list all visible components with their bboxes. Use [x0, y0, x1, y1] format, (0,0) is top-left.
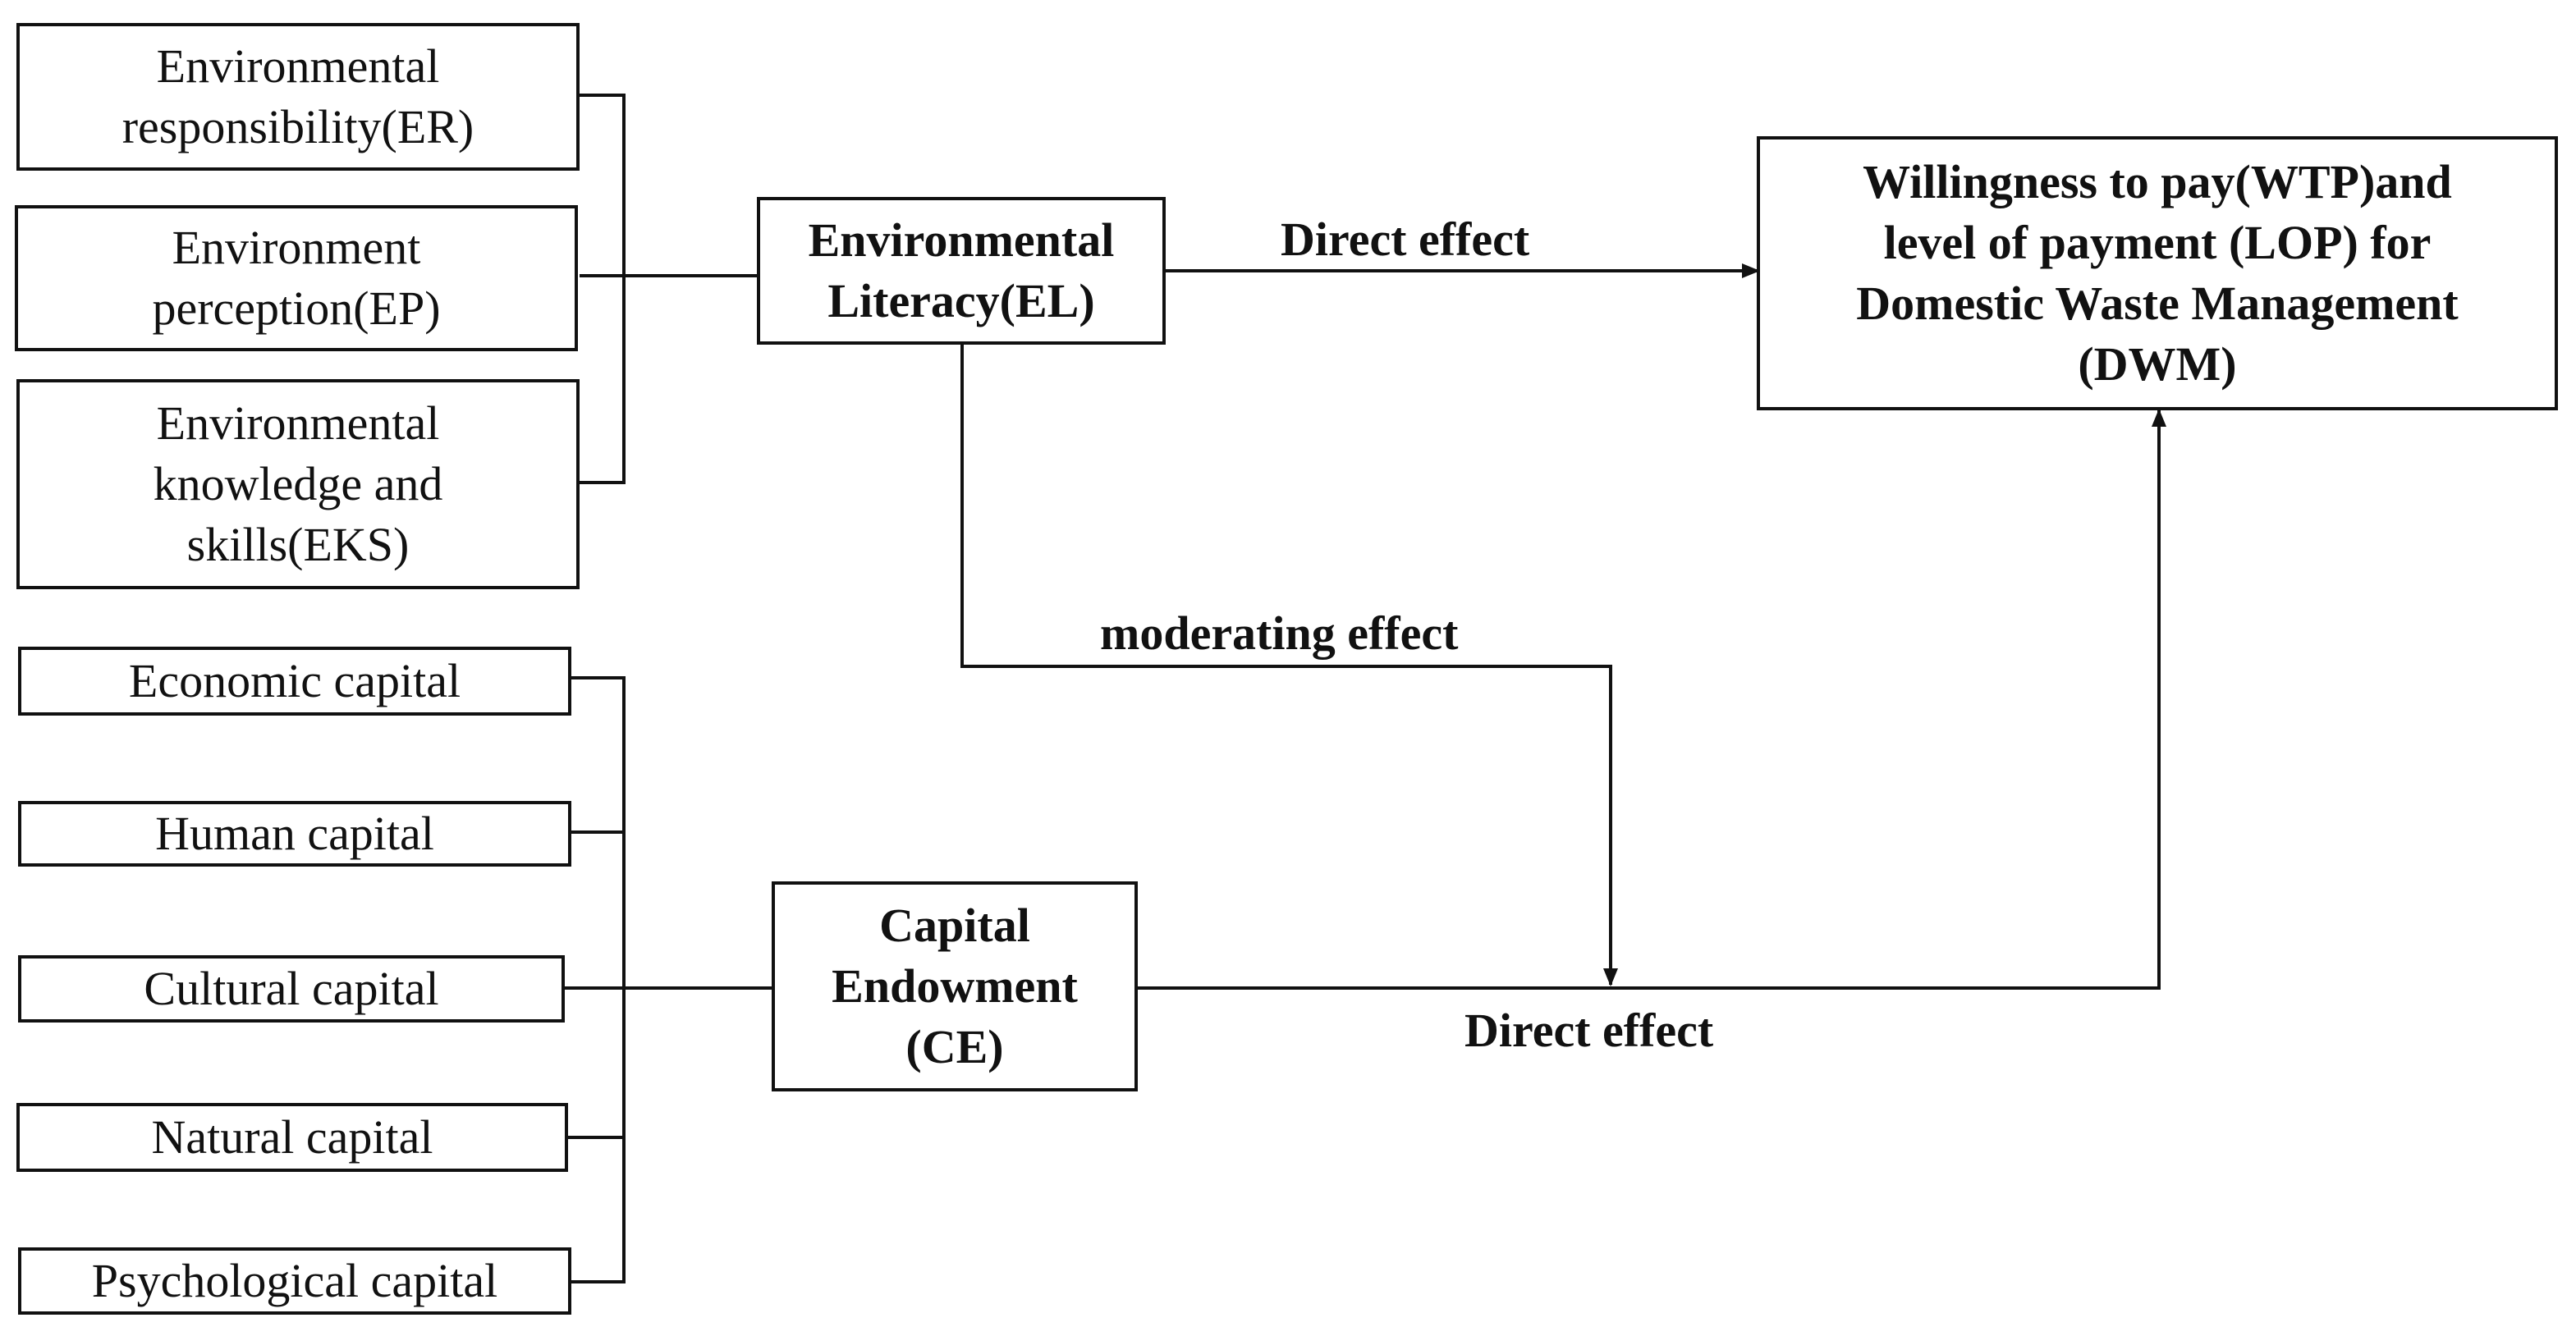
indicator-human-capital-box: Human capital [18, 801, 571, 867]
indicator-natural-capital-box: Natural capital [16, 1103, 568, 1172]
environmental-literacy-node: Environmental Literacy(EL) [757, 197, 1166, 345]
indicator-natural-capital-label: Natural capital [151, 1110, 433, 1164]
indicator-cultural-capital-label: Cultural capital [144, 962, 439, 1015]
moderating-effect-arrow [960, 345, 1618, 986]
environmental-literacy-line-2: Literacy(EL) [827, 274, 1095, 327]
indicator-eks-box: Environmental knowledge and skills(EKS) [16, 379, 580, 589]
indicator-er-line-2: responsibility(ER) [121, 100, 474, 153]
indicator-human-capital-label: Human capital [155, 807, 434, 860]
outcome-line-3: Domestic Waste Management [1856, 277, 2459, 330]
indicator-eks-line-1: Environmental [156, 396, 440, 450]
indicator-ep-line-1: Environment [172, 221, 421, 274]
ce-indicator-bracket [571, 676, 626, 1283]
indicator-er-line-1: Environmental [156, 39, 440, 93]
environmental-literacy-line-1: Environmental [808, 213, 1115, 267]
outcome-line-4: (DWM) [2078, 337, 2237, 391]
direct-effect-top-label: Direct effect [1281, 213, 1530, 266]
indicator-economic-capital-label: Economic capital [128, 654, 461, 707]
el-indicator-bracket [580, 94, 626, 484]
indicator-eks-line-3: skills(EKS) [186, 518, 410, 571]
direct-effect-bottom-arrow [1138, 409, 2166, 990]
capital-endowment-node: Capital Endowment (CE) [772, 881, 1138, 1091]
direct-effect-bottom-label: Direct effect [1464, 1004, 1714, 1057]
capital-endowment-line-1: Capital [879, 899, 1030, 952]
indicator-ep-line-2: perception(EP) [152, 281, 441, 335]
indicator-ep-box: Environment perception(EP) [15, 205, 578, 351]
indicator-cultural-capital-box: Cultural capital [18, 955, 565, 1023]
indicator-economic-capital-box: Economic capital [18, 647, 571, 716]
moderating-effect-label: moderating effect [1100, 606, 1459, 660]
indicator-psychological-capital-box: Psychological capital [18, 1247, 571, 1315]
indicator-eks-line-2: knowledge and [153, 457, 443, 510]
indicator-er-box: Environmental responsibility(ER) [16, 23, 580, 171]
capital-endowment-line-3: (CE) [905, 1020, 1004, 1073]
outcome-line-1: Willingness to pay(WTP)and [1863, 155, 2452, 208]
wtp-lop-outcome-node: Willingness to pay(WTP)and level of paym… [1757, 136, 2558, 410]
capital-endowment-line-2: Endowment [832, 959, 1078, 1013]
indicator-psychological-capital-label: Psychological capital [91, 1254, 498, 1307]
outcome-line-2: level of payment (LOP) for [1883, 216, 2432, 269]
